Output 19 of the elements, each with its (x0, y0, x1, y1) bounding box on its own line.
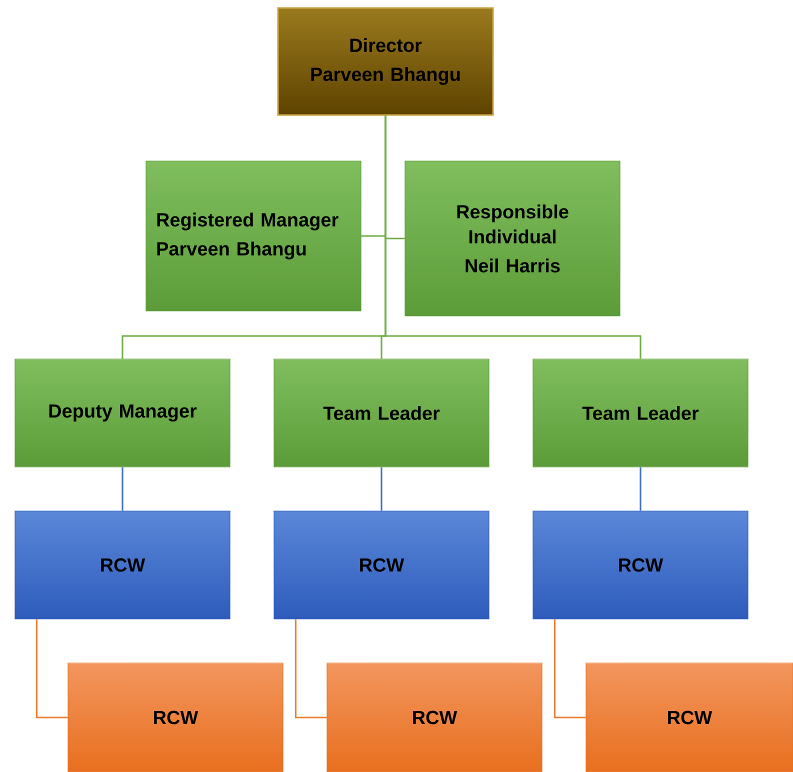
connector-line (554, 619, 586, 718)
org-box: RCW (532, 510, 748, 620)
org-box: Responsible Individual Neil Harris (404, 160, 620, 316)
org-box: Director Parveen Bhangu (277, 7, 494, 116)
org-box: RCW (274, 510, 490, 620)
org-box: RCW (326, 662, 542, 772)
connector-line (380, 467, 382, 511)
connector-line (294, 619, 327, 718)
connector-line (122, 467, 124, 511)
org-box: Registered Manager Parveen Bhangu (146, 160, 362, 312)
org-box: RCW (586, 662, 793, 772)
org-box: RCW (68, 662, 284, 772)
org-box: Team Leader (532, 358, 748, 468)
org-box: Deputy Manager (14, 358, 230, 468)
connector-line (36, 619, 68, 718)
org-box: RCW (14, 510, 230, 620)
connector-line (384, 116, 642, 359)
org-box: Team Leader (274, 358, 490, 468)
connector-line (640, 467, 642, 511)
